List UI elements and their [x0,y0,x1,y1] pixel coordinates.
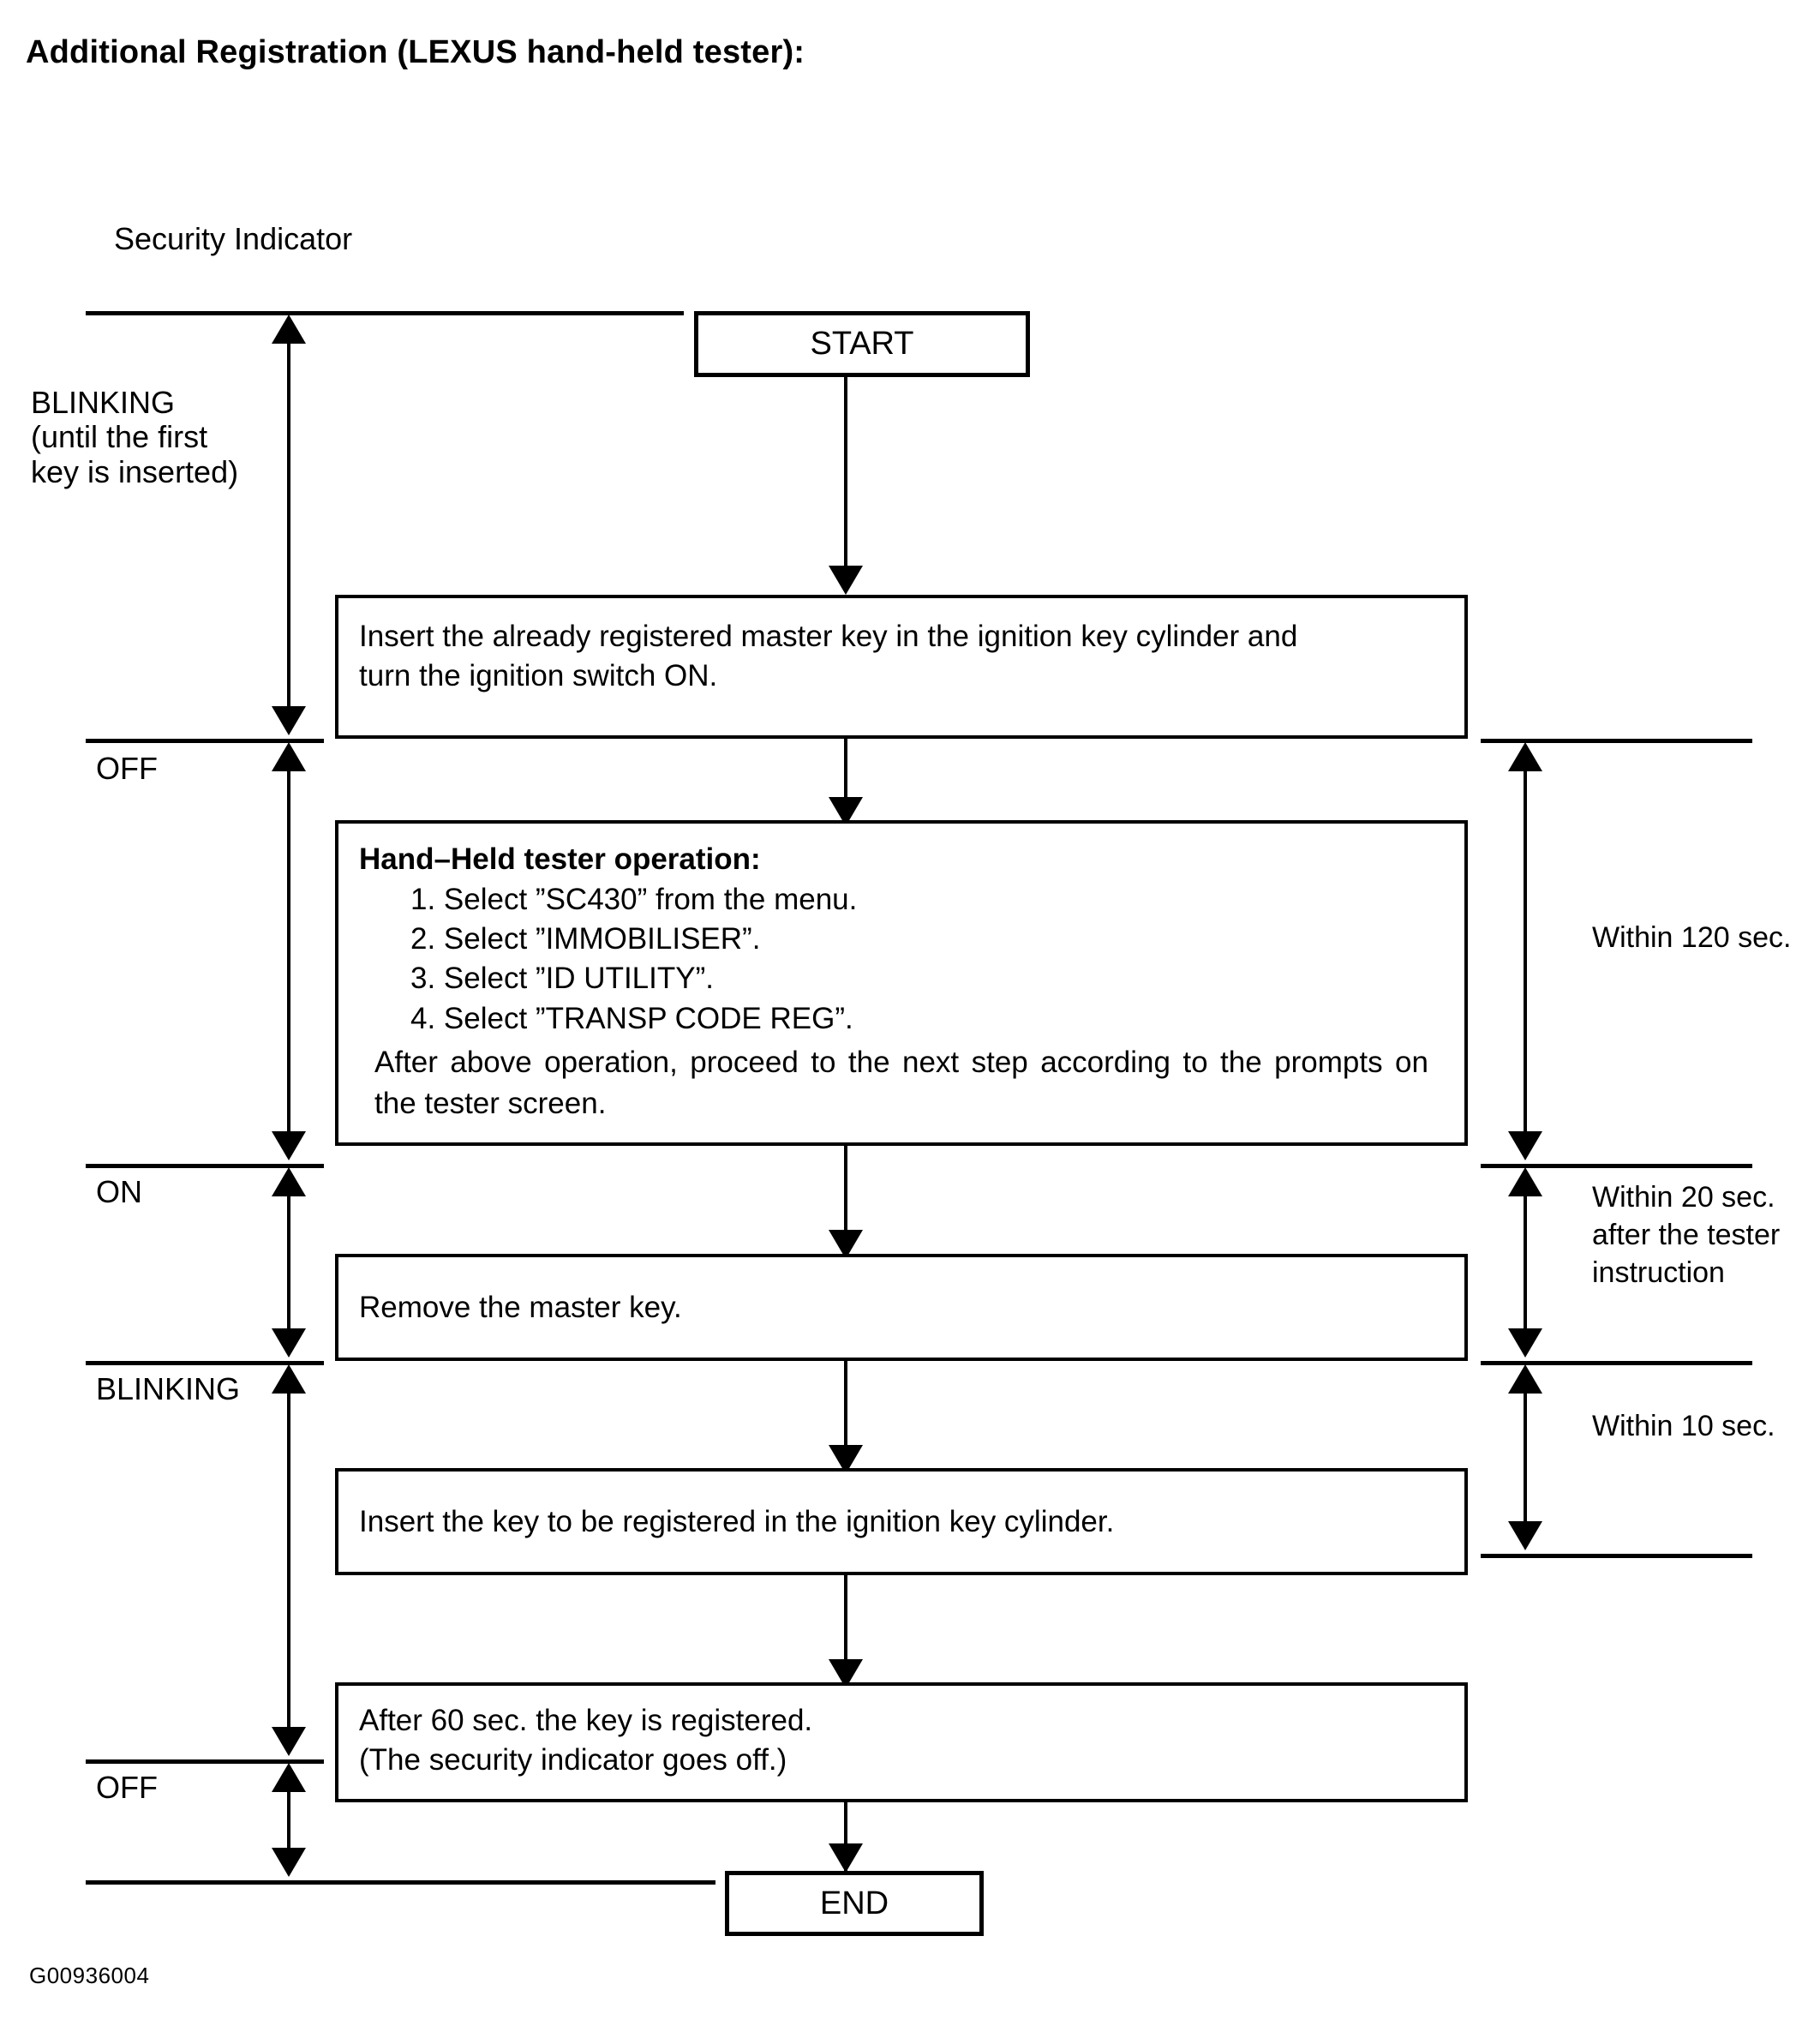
state-span-blinking-1-arrow-top [272,315,306,344]
step-key-registered-line-2: (The security indicator goes off.) [359,1743,787,1777]
timing-label-within-120-sec: Within 120 sec. [1592,921,1792,954]
hand-held-tester-step-3: 3. Select ”ID UTILITY”. [410,962,714,996]
timing-span-10-line [1524,1371,1527,1544]
step-key-registered-line-1: After 60 sec. the key is registered. [359,1704,813,1737]
security-indicator-heading: Security Indicator [114,221,353,256]
state-span-off-2-arrow-top [272,1763,306,1792]
state-rule-top [86,311,684,315]
state-span-blinking-2-line [287,1371,290,1750]
state-label-off-2: OFF [96,1770,158,1805]
connector-step5-to-end-arrow [829,1843,863,1873]
state-span-blinking-1-line [287,321,290,729]
state-label-off-1: OFF [96,751,158,786]
state-span-blinking-2-arrow-bottom [272,1727,306,1756]
hand-held-tester-tail-text: After above operation, proceed to the ne… [374,1045,1428,1121]
timing-span-20-arrow-top [1508,1167,1542,1196]
step-remove-master-key-line-1: Remove the master key. [359,1291,682,1324]
connector-step4-to-step5-line [844,1575,847,1687]
hand-held-tester-step-4: 4. Select ”TRANSP CODE REG”. [410,1001,853,1035]
state-label-on: ON [96,1174,142,1209]
state-span-off-1-arrow-top [272,742,306,771]
connector-start-to-step1-arrow [829,566,863,595]
timing-span-120-arrow-top [1508,742,1542,771]
timing-rule-mid-2 [1481,1361,1752,1365]
step-hand-held-tester-box: Hand–Held tester operation: 1. Select ”S… [335,820,1468,1146]
state-span-off-1-line [287,749,290,1154]
hand-held-tester-step-1: 1. Select ”SC430” from the menu. [410,883,858,916]
timing-label-within-10-sec: Within 10 sec. [1592,1410,1775,1442]
timing-span-20-arrow-bottom [1508,1328,1542,1358]
page-title: Additional Registration (LEXUS hand-held… [26,34,805,70]
state-label-blinking-2: BLINKING [96,1371,241,1406]
step-insert-master-key-line-2: turn the ignition switch ON. [359,659,718,693]
connector-step2-to-step3-line [844,1146,847,1257]
state-rule-blinking [86,1361,324,1365]
step-insert-new-key-line-1: Insert the key to be registered in the i… [359,1505,1115,1538]
end-box: END [725,1871,984,1936]
connector-step1-to-step2-line [844,739,847,824]
state-span-on-arrow-bottom [272,1328,306,1358]
state-span-on-line [287,1174,290,1352]
connector-step3-to-step4-line [844,1361,847,1472]
start-box: START [694,311,1030,377]
state-span-blinking-2-arrow-top [272,1364,306,1394]
state-rule-off-2 [86,1759,324,1764]
state-span-off-1-arrow-bottom [272,1131,306,1160]
state-span-off-2-line [287,1770,290,1871]
timing-rule-bottom [1481,1554,1752,1558]
timing-span-20-line [1524,1174,1527,1352]
timing-span-120-line [1524,749,1527,1154]
hand-held-tester-step-2: 2. Select ”IMMOBILISER”. [410,922,761,956]
step-insert-master-key-box: Insert the already registered master key… [335,595,1468,739]
connector-start-to-step1-line [844,377,847,571]
timing-span-120-arrow-bottom [1508,1131,1542,1160]
state-rule-on [86,1164,324,1168]
timing-label-within-20-sec: Within 20 sec. after the tester instruct… [1592,1181,1781,1290]
step-insert-new-key-box: Insert the key to be registered in the i… [335,1468,1468,1575]
state-span-blinking-1-arrow-bottom [272,706,306,735]
timing-span-10-arrow-bottom [1508,1521,1542,1550]
state-rule-bottom [86,1880,715,1885]
state-label-blinking-1: BLINKING (until the first key is inserte… [31,385,239,489]
state-rule-off-1 [86,739,324,743]
step-key-registered-box: After 60 sec. the key is registered. (Th… [335,1682,1468,1802]
step-remove-master-key-box: Remove the master key. [335,1254,1468,1361]
hand-held-tester-heading: Hand–Held tester operation: [359,842,761,876]
hand-held-tester-step-list: 1. Select ”SC430” from the menu. 2. Sele… [359,880,1464,1039]
timing-rule-mid-1 [1481,1164,1752,1168]
step-insert-master-key-line-1: Insert the already registered master key… [359,620,1298,653]
state-span-off-2-arrow-bottom [272,1848,306,1877]
figure-id-label: G00936004 [29,1963,150,1988]
timing-span-10-arrow-top [1508,1364,1542,1394]
state-span-on-arrow-top [272,1167,306,1196]
timing-rule-top [1481,739,1752,743]
